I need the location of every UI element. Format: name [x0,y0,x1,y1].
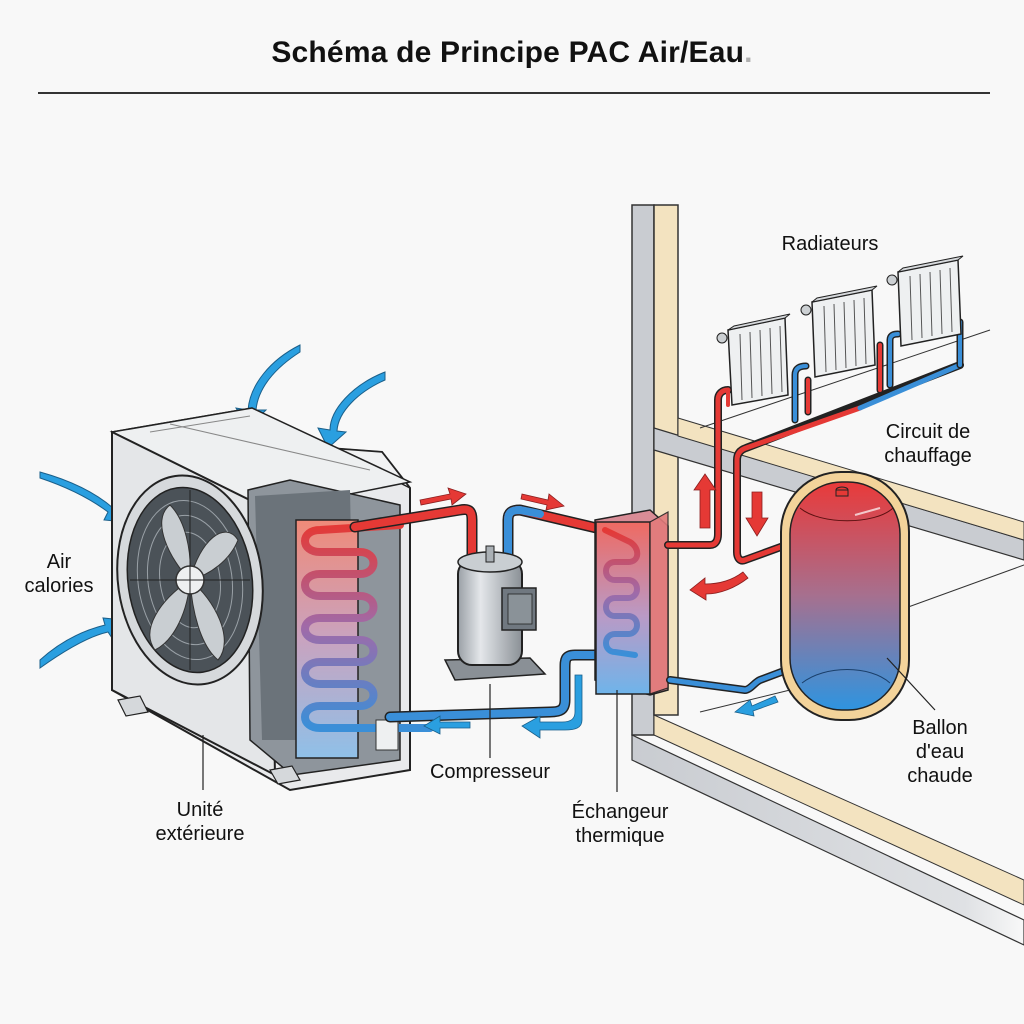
air-arrow-icon [317,371,386,449]
label-ballon: Ballon d'eau chaude [885,716,995,788]
label-line: chaude [907,765,973,787]
title-dot: . [744,36,753,69]
title-divider [38,92,990,94]
label-line: d'eau [915,741,965,763]
label-line: chauffage [884,445,972,467]
arrow-right-icon [419,487,467,506]
radiators [716,255,964,406]
label-line: thermique [575,825,665,847]
label-line: calories [24,575,94,597]
leader-lines [202,657,936,792]
label-circuit-chauffage: Circuit de chauffage [868,420,988,468]
radiator-1 [716,313,791,406]
label-line: extérieure [155,823,245,845]
label-line: Circuit de [885,421,971,443]
arrow-left-icon [734,695,779,717]
label-line: Air [46,551,72,573]
label-line: Radiateurs [781,233,879,255]
label-line: Compresseur [429,761,551,783]
label-echangeur: Échangeur thermique [555,800,685,848]
refrigerant-pipes [349,504,611,723]
radiator-2 [800,285,878,378]
hot-water-tank [780,471,910,721]
arrow-left-icon [521,674,583,739]
compressor [443,545,547,681]
label-unite-exterieure: Unité extérieure [130,798,270,846]
label-line: Échangeur [571,801,669,823]
heat-exchanger [594,509,669,696]
title-text: Schéma de Principe PAC Air/Eau [271,36,745,69]
label-line: Unité [176,799,224,821]
arrow-curved-left-icon [689,571,749,601]
outdoor-unit [109,407,434,792]
arrow-down-icon [745,491,769,537]
label-compresseur: Compresseur [410,760,570,784]
condenser-coil [301,521,434,732]
circuit-flow-arrows [689,473,779,717]
label-radiateurs: Radiateurs [770,232,890,256]
exchanger-coil [602,527,641,658]
diagram-title: Schéma de Principe PAC Air/Eau. [0,36,1024,70]
arrow-up-icon [693,473,717,529]
label-air-calories: Air calories [14,550,104,598]
label-line: Ballon [912,717,968,739]
radiator-3 [886,255,964,347]
refrigerant-flow-arrows [419,487,583,739]
arrow-left-icon [423,715,471,735]
heating-circuit [664,318,964,694]
arrow-right-icon [520,493,565,511]
